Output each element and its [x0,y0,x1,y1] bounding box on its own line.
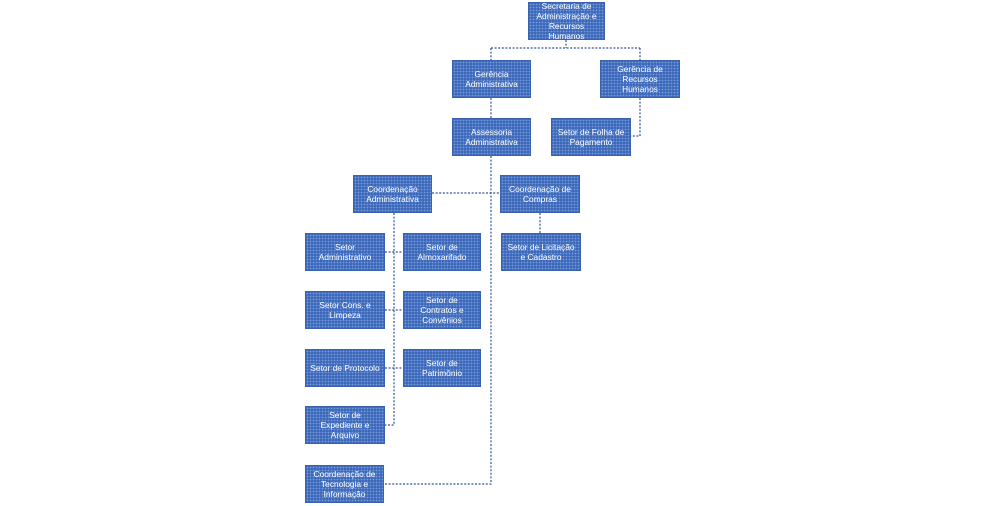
node-label: Gerência de Recursos Humanos [617,64,663,94]
node-label: Setor de Contratos e Convênios [420,295,464,325]
node-label: Coordenação Administrativa [366,184,419,204]
node-setor-patrimonio: Setor de Patrimônio [403,349,481,387]
node-setor-contratos-convenios: Setor de Contratos e Convênios [403,291,481,329]
connector-assessoria-trunk [384,156,492,485]
node-label: Setor de Protocolo [310,363,380,373]
node-label: Coordenação de Compras [509,184,571,204]
node-coordenacao-tecnologia: Coordenação de Tecnologia e Informação [305,465,384,503]
node-gerencia-administrativa: Gerência Administrativa [452,60,531,98]
node-label: Setor de Patrimônio [421,358,463,378]
connector-secretaria-gerencias [490,40,641,60]
node-assessoria-administrativa: Assessoria Administrativa [452,118,531,156]
node-setor-protocolo: Setor de Protocolo [305,349,385,387]
node-coordenacao-administrativa: Coordenação Administrativa [353,175,432,213]
node-label: Assessoria Administrativa [465,127,518,147]
node-label: Secretaria de Administração e Recursos H… [536,1,597,41]
node-label: Setor de Folha de Pagamento [557,127,625,147]
node-label: Setor de Expediente e Arquivo [320,410,370,440]
node-secretaria: Secretaria de Administração e Recursos H… [528,1,605,41]
node-setor-folha-pagamento: Setor de Folha de Pagamento [551,118,631,156]
node-label: Gerência Administrativa [465,69,518,89]
node-label: Setor Cons. e Limpeza [319,300,371,320]
node-setor-almoxarifado: Setor de Almoxarifado [403,233,481,271]
node-setor-expediente-arquivo: Setor de Expediente e Arquivo [305,406,385,444]
node-label: Coordenação de Tecnologia e Informação [313,469,376,499]
connector-rh-folha [631,98,641,137]
node-coordenacao-compras: Coordenação de Compras [500,175,580,213]
node-label: Setor de Almoxarifado [417,242,467,262]
connector-coord-adm-spine [385,213,395,426]
node-label: Setor de Licitação e Cadastro [507,242,575,262]
node-setor-licitacao-cadastro: Setor de Licitação e Cadastro [501,233,581,271]
node-setor-administrativo: Setor Administrativo [305,233,385,271]
node-label: Setor Administrativo [318,242,372,262]
node-gerencia-rh: Gerência de Recursos Humanos [600,60,680,98]
node-setor-cons-limpeza: Setor Cons. e Limpeza [305,291,385,329]
